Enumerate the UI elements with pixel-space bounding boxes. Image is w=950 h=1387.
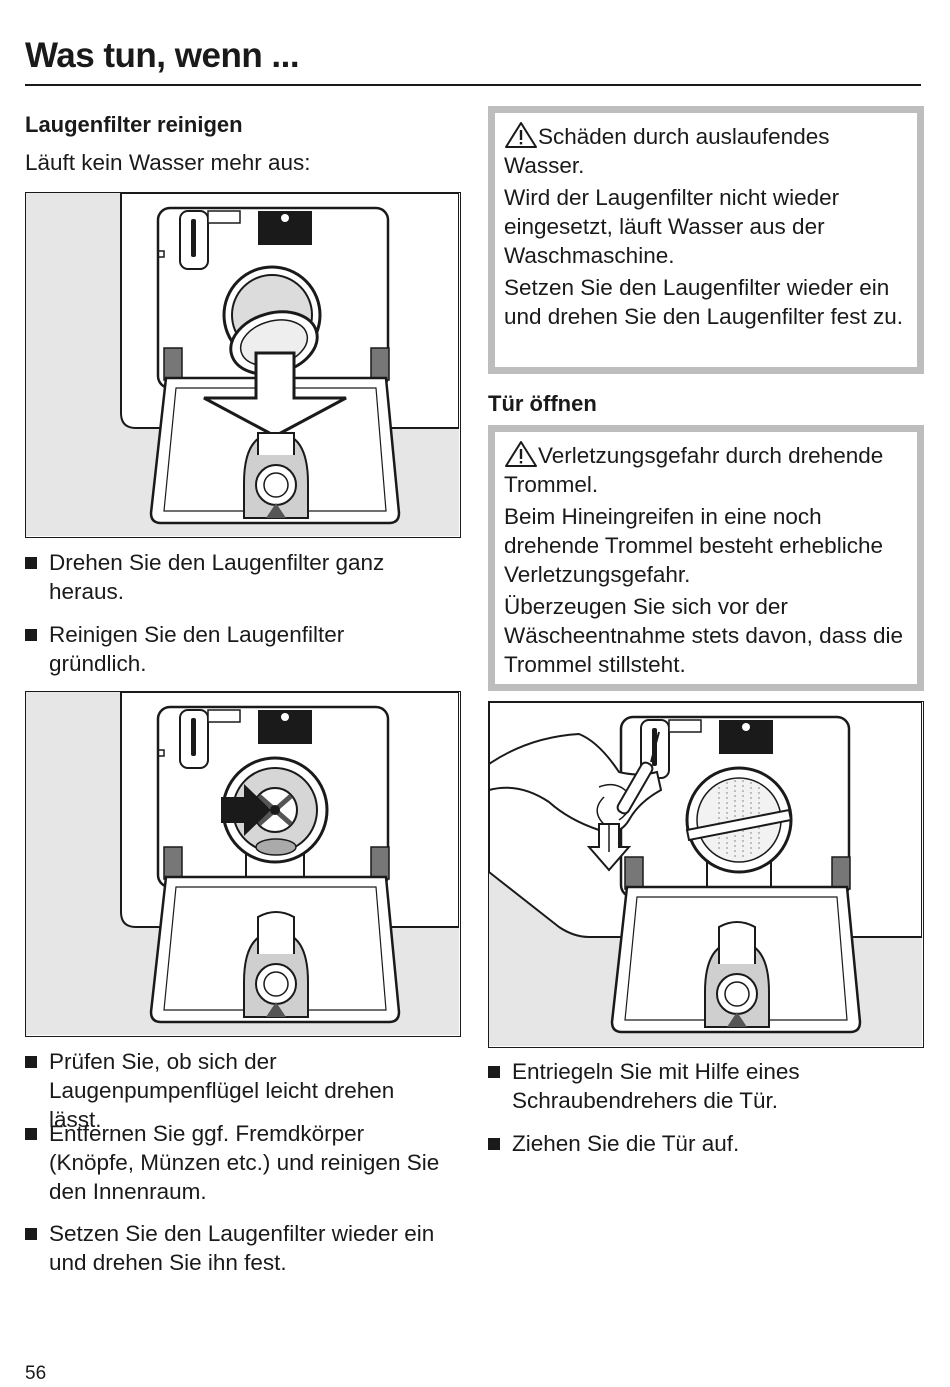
- warning-text: Setzen Sie den Laugenfilter wieder ein u…: [504, 275, 904, 329]
- figure-filter-removal: [25, 192, 461, 538]
- bullet-marker: [25, 1128, 37, 1140]
- bullet-marker: [488, 1066, 500, 1078]
- section-heading-laugenfilter: Laugenfilter reinigen: [25, 112, 243, 137]
- warning-text: Beim Hineingreifen in eine noch drehende…: [504, 504, 883, 587]
- section-heading-tuer: Tür öffnen: [488, 391, 597, 416]
- page-number: 56: [25, 1363, 47, 1384]
- figure-pump-check: [25, 691, 461, 1037]
- page-title: Was tun, wenn ...: [25, 36, 300, 75]
- bullet-text: Prüfen Sie, ob sich der Laugenpumpenflüg…: [49, 1049, 395, 1132]
- bullet-text: Entriegeln Sie mit Hilfe eines Schrauben…: [512, 1059, 800, 1113]
- warning-text: Wird der Laugenfilter nicht wieder einge…: [504, 185, 840, 268]
- warning-title: Schäden durch auslaufendes Wasser.: [504, 124, 830, 178]
- warning-title: Verletzungsgefahr durch drehende Trommel…: [504, 443, 884, 497]
- bullet-item: Setzen Sie den Laugenfilter wieder ein u…: [25, 1219, 445, 1277]
- bullet-item: Drehen Sie den Laugenfilter ganz heraus.: [25, 548, 445, 606]
- warning-triangle-icon: [504, 440, 538, 468]
- bullet-marker: [488, 1138, 500, 1150]
- bullet-item: Reinigen Sie den Laugenfilter gründlich.: [25, 620, 445, 678]
- warning-triangle-icon: [504, 121, 538, 149]
- bullet-marker: [25, 629, 37, 641]
- intro-text: Läuft kein Wasser mehr aus:: [25, 150, 311, 175]
- warning-text: Überzeugen Sie sich vor der Wäscheentnah…: [504, 594, 903, 677]
- warning-box-drum: Verletzungsgefahr durch drehende Trommel…: [488, 425, 924, 691]
- bullet-text: Setzen Sie den Laugenfilter wieder ein u…: [49, 1221, 435, 1275]
- bullet-marker: [25, 1056, 37, 1068]
- bullet-text: Ziehen Sie die Tür auf.: [512, 1131, 740, 1156]
- title-rule: [25, 84, 921, 86]
- figure-door-unlock: [488, 701, 924, 1048]
- bullet-text: Drehen Sie den Laugenfilter ganz heraus.: [49, 550, 385, 604]
- bullet-text: Reinigen Sie den Laugenfilter gründlich.: [49, 622, 345, 676]
- bullet-item: Prüfen Sie, ob sich der Laugenpumpenflüg…: [25, 1047, 445, 1134]
- bullet-marker: [25, 1228, 37, 1240]
- warning-box-water: Schäden durch auslaufendes Wasser. Wird …: [488, 106, 924, 374]
- bullet-item: Ziehen Sie die Tür auf.: [488, 1129, 908, 1158]
- bullet-text: Entfernen Sie ggf. Fremdkörper (Knöpfe, …: [49, 1121, 440, 1204]
- bullet-item: Entfernen Sie ggf. Fremdkörper (Knöpfe, …: [25, 1119, 445, 1206]
- bullet-item: Entriegeln Sie mit Hilfe eines Schrauben…: [488, 1057, 908, 1115]
- bullet-marker: [25, 557, 37, 569]
